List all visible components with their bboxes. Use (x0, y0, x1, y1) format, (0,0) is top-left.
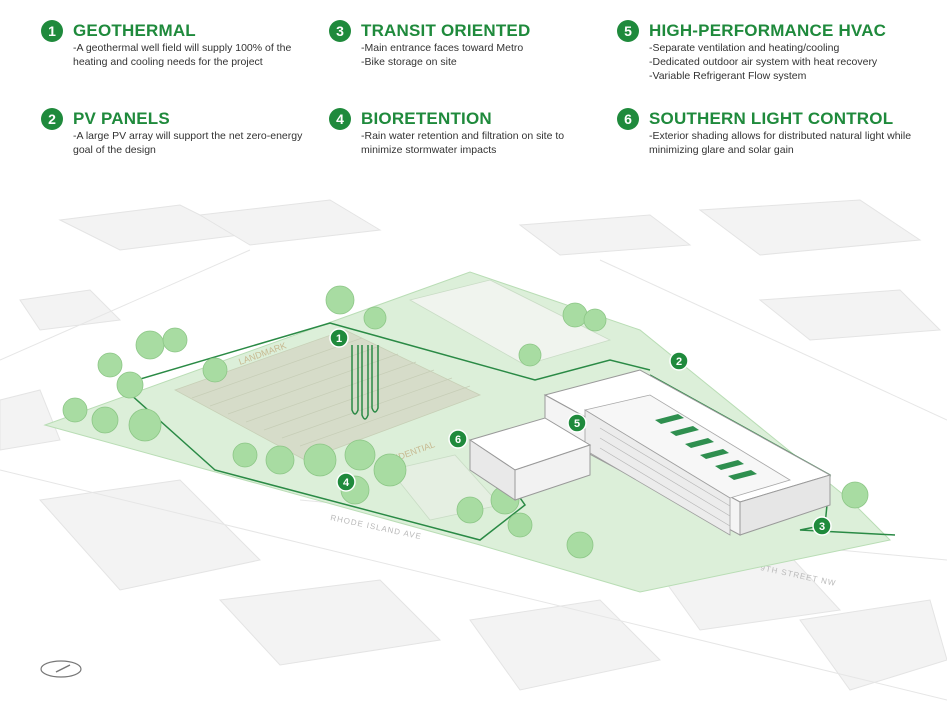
svg-text:3: 3 (819, 521, 825, 533)
legend-number: 4 (329, 108, 351, 130)
legend-number: 1 (41, 20, 63, 42)
pv-array (655, 414, 757, 480)
context-buildings (0, 199, 947, 691)
parking-lot (408, 279, 612, 366)
map-marker-2: 2 (669, 351, 689, 371)
sports-field (174, 329, 482, 461)
map-marker-3: 3 (812, 516, 832, 536)
trees (62, 285, 869, 559)
legend-title: GEOTHERMAL (73, 21, 196, 40)
svg-text:6: 6 (455, 434, 461, 446)
legend-title: HIGH-PERFORMANCE HVAC (649, 21, 887, 40)
legend-number: 2 (41, 108, 63, 130)
legend-text: -A geothermal well field will supply 100… (73, 42, 292, 54)
bioretention-boundary (119, 322, 651, 386)
svg-text:2: 2 (676, 356, 682, 368)
legend-text: minimize stormwater impacts (361, 144, 497, 156)
legend-text: minimizing glare and solar gain (649, 144, 794, 156)
map-marker-6: 6 (448, 429, 468, 449)
svg-text:4: 4 (343, 477, 350, 489)
legend-text: -Variable Refrigerant Flow system (649, 70, 807, 82)
legend-text: heating and cooling needs for the projec… (73, 56, 263, 68)
legend-number: 6 (617, 108, 639, 130)
legend-text: -Rain water retention and filtration on … (361, 130, 565, 142)
north-arrow-icon (40, 660, 82, 678)
map-marker-1: 1 (329, 328, 349, 348)
site-diagram: RHODE ISLAND AVE 9TH STREET NW LANDMARK … (0, 199, 947, 701)
svg-text:5: 5 (574, 418, 580, 430)
legend-text: -Separate ventilation and heating/coolin… (649, 42, 840, 54)
legend-text: -A large PV array will support the net z… (73, 130, 303, 142)
legend-number: 5 (617, 20, 639, 42)
school-building (468, 369, 832, 536)
legend-text: -Bike storage on site (361, 56, 457, 68)
geothermal-wells (351, 345, 379, 420)
map-marker-4: 4 (336, 472, 356, 492)
legend-text: -Exterior shading allows for distributed… (649, 130, 912, 142)
legend-title: PV PANELS (73, 109, 170, 128)
legend-text: goal of the design (73, 144, 156, 156)
site-ground (43, 271, 892, 593)
legend-text: -Main entrance faces toward Metro (361, 42, 524, 54)
map-marker-5: 5 (567, 413, 587, 433)
legend-text: -Dedicated outdoor air system with heat … (649, 56, 878, 68)
legend-number: 3 (329, 20, 351, 42)
legend-title: TRANSIT ORIENTED (361, 21, 531, 40)
legend-title: SOUTHERN LIGHT CONTROL (649, 109, 894, 128)
svg-text:1: 1 (336, 333, 342, 345)
legend-title: BIORETENTION (361, 109, 492, 128)
